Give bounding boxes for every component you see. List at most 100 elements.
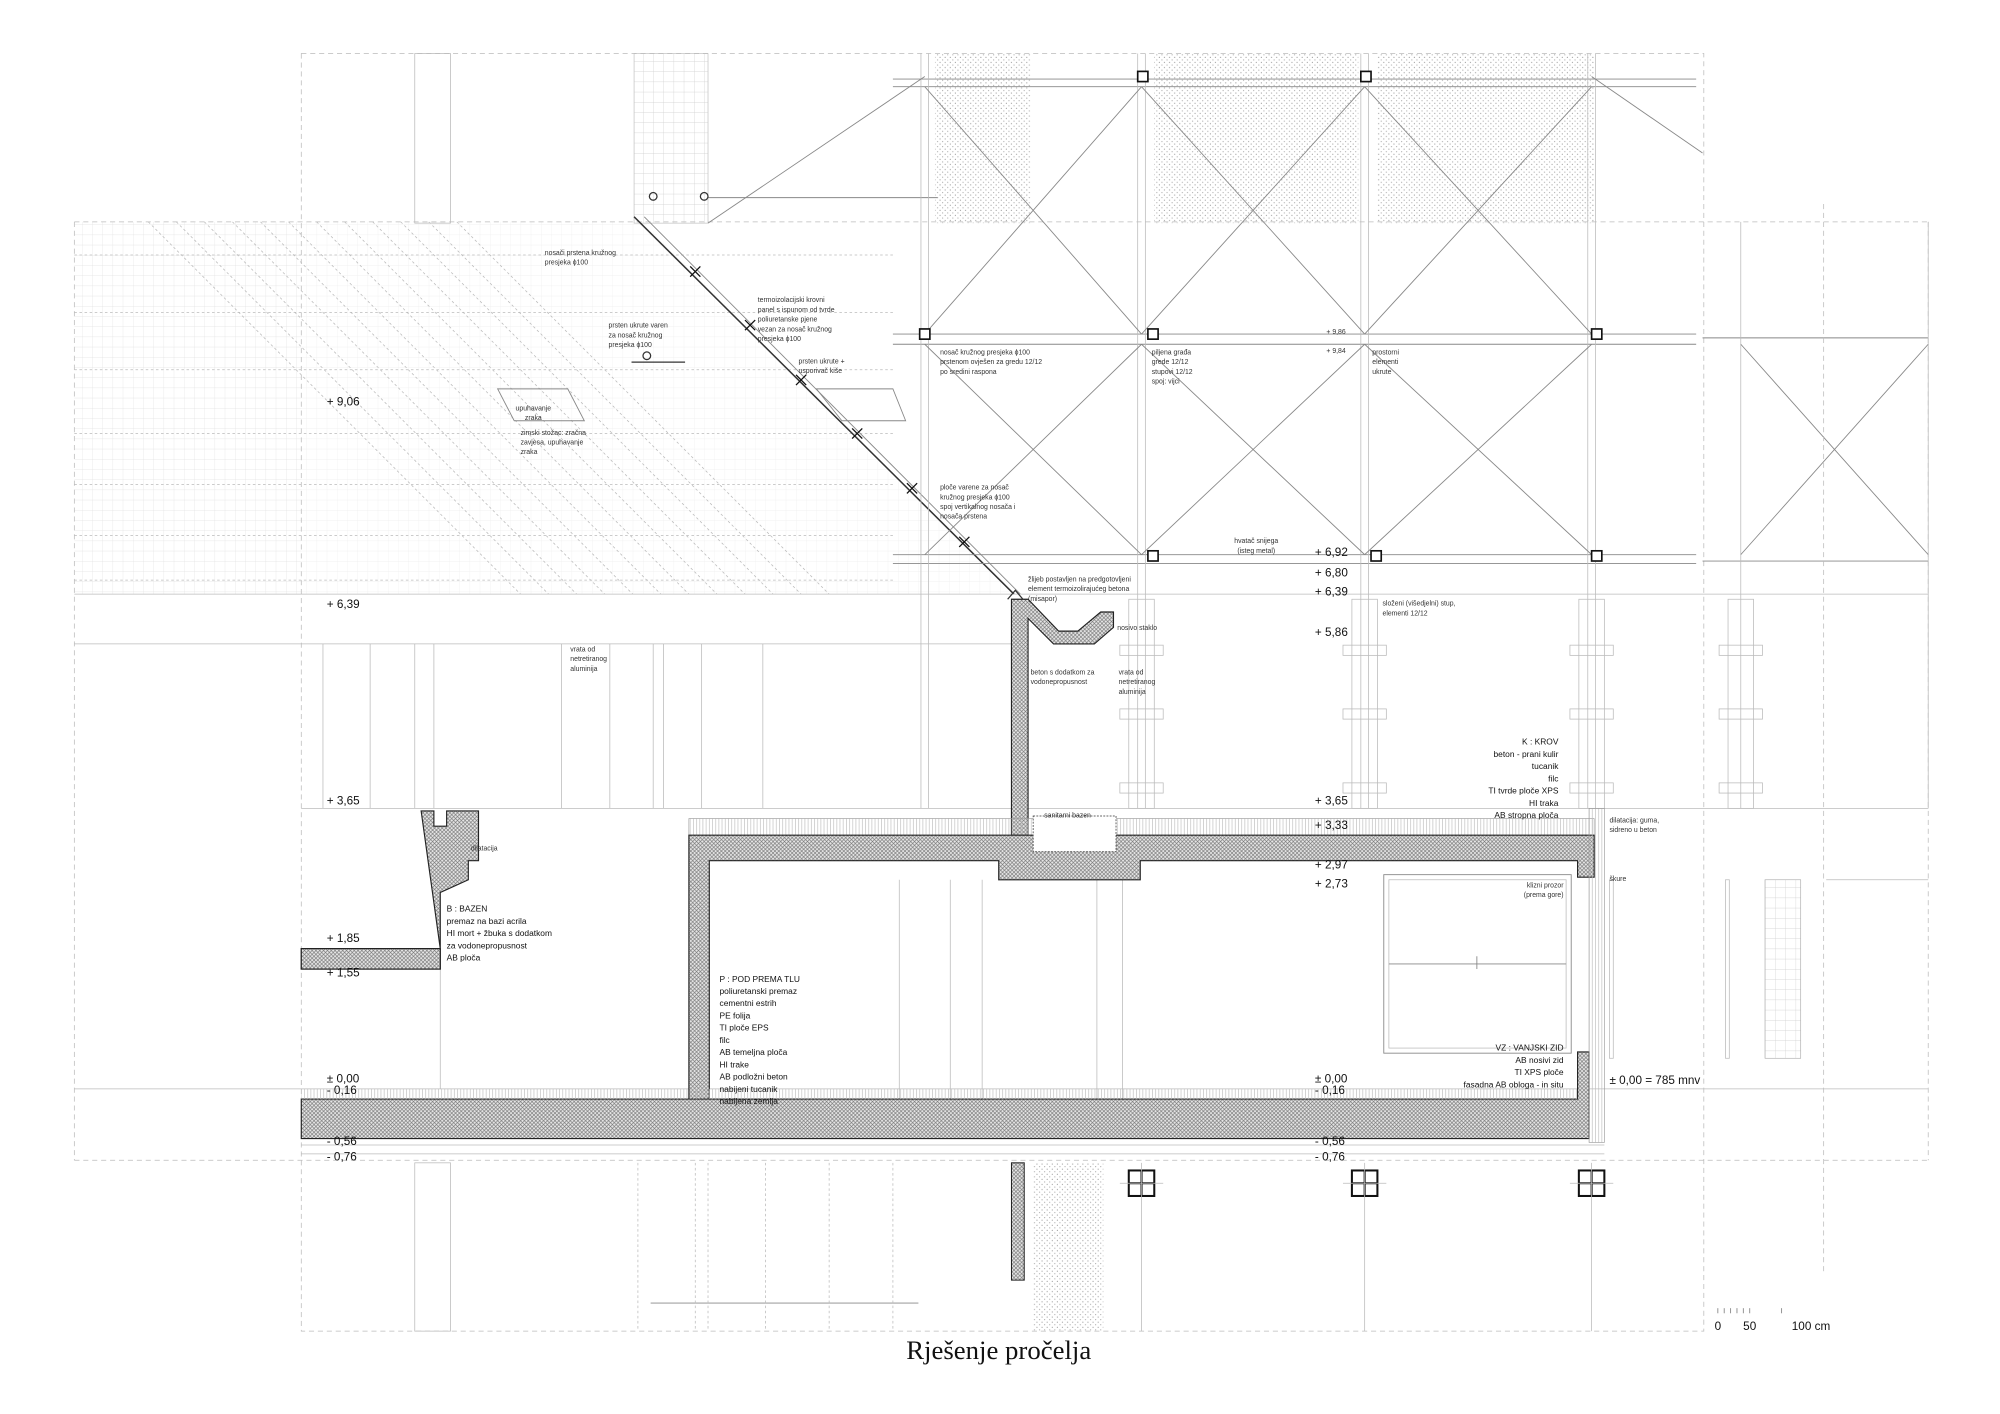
level-label: + 6,80 — [1315, 566, 1348, 579]
note-prsten-varen-line: prsten ukrute varen — [609, 323, 668, 330]
scale-label: 0 — [1715, 1320, 1722, 1333]
level-label: + 3,33 — [1315, 819, 1348, 832]
level-label: + 9,06 — [327, 395, 360, 408]
note-krovni-panel-line: poliuretanske pjene — [758, 317, 818, 324]
note-zimski-stozac-line: zraka — [521, 449, 538, 456]
note-zlijeb-line: (misapor) — [1028, 596, 1057, 603]
pool-layers-line: HI mort + žbuka s dodatkom — [447, 928, 552, 938]
note-prostorni-line: prostorni — [1372, 349, 1399, 356]
shutter-elevation — [1609, 204, 1929, 1276]
drawing-title: Rješenje pročelja — [906, 1335, 1091, 1365]
level-label: - 0,56 — [1315, 1135, 1345, 1148]
note-upuhavanje-line: zraka — [525, 415, 542, 422]
level-label: - 0,16 — [327, 1084, 357, 1097]
weld-x-icon — [795, 374, 807, 386]
sliding-window[interactable] — [1383, 874, 1572, 1054]
level-label: - 0,76 — [327, 1150, 357, 1163]
sloped-roof — [74, 216, 1021, 595]
wall-layers-line: VZ : VANJSKI ZID — [1496, 1043, 1564, 1053]
note-sanitarni-line: sanitarni bazen — [1044, 812, 1091, 819]
note-krovni-panel-line: panel s ispunom od tvrde — [758, 307, 835, 314]
roof-layers-line: AB stropna ploča — [1494, 810, 1558, 820]
pool-layers-line: AB ploča — [447, 953, 481, 963]
level-label: + 3,65 — [327, 795, 360, 808]
level-label: ± 0,00 — [327, 1072, 360, 1085]
floor-layers-line: nabijena zemlja — [719, 1096, 778, 1106]
column-node-icon — [918, 328, 931, 340]
pool-layers-line: B : BAZEN — [447, 904, 488, 914]
note-klizni-line: (prema gore) — [1524, 892, 1564, 899]
note-ploce-varene-line: nosača prstena — [940, 514, 987, 521]
note-dilatacija-line: dilatacija — [471, 845, 498, 852]
note-slozeni-stup-line: elementi 12/12 — [1383, 610, 1428, 617]
note-vrata-left-line: vrata od — [570, 647, 595, 654]
note-zimski-stozac-line: zimski stožac: zračna — [521, 430, 587, 437]
column-node-icon — [1147, 328, 1159, 340]
floor-layers-line: cementni estrih — [719, 998, 776, 1008]
weld-x-icon — [689, 266, 701, 278]
note-zlijeb-line: element termoizolirajućeg betona — [1028, 586, 1129, 593]
note-nosac-ovjesen-line: prstenom ovješen za gredu 12/12 — [940, 359, 1042, 366]
note-prostorni-line: ukrute — [1372, 369, 1391, 376]
level-label: + 6,39 — [327, 598, 360, 611]
note-prostorni-line: elementi — [1372, 359, 1398, 366]
plan-strip-bottom — [414, 1162, 1614, 1332]
note-beton-dodatak-line: vodonepropusnost — [1031, 679, 1088, 686]
note-nosac-ovjesen-line: po sredini raspona — [940, 369, 997, 376]
roof-layers-line: K : KROV — [1522, 737, 1559, 747]
note-nosaci-prstena-line: nosači prstena kružnog — [545, 250, 616, 257]
floor-layers-line: AB podložni beton — [719, 1072, 788, 1082]
wall-layers-line: AB nosivi zid — [1515, 1055, 1563, 1065]
floor-layers-line: poliuretanski premaz — [719, 986, 797, 996]
note-slozeni-stup-line: složeni (višedjelni) stup, — [1383, 601, 1456, 608]
floor-layers-line: nabijeni tucanik — [719, 1084, 778, 1094]
note-ploce-varene-line: spoj vertikalnog nosača i — [940, 504, 1016, 511]
note-vrata-left-line: aluminija — [570, 666, 597, 673]
note-upuhavanje-line: upuhavanje — [516, 406, 552, 413]
scale-label: 100 cm — [1792, 1320, 1830, 1333]
wall-layers-line: fasadna AB obloga - in situ — [1464, 1079, 1564, 1089]
roof-layers-line: beton - prani kulir — [1494, 749, 1559, 759]
level-label: + 2,97 — [1315, 858, 1348, 871]
note-krovni-panel-line: presjeka ϕ100 — [758, 336, 801, 343]
note-ploce-varene-line: ploče varene za nosač — [940, 485, 1009, 492]
note-vrata-right-line: aluminija — [1119, 689, 1146, 696]
roof-layers-line: filc — [1548, 773, 1558, 783]
level-label: + 6,92 — [1315, 546, 1348, 559]
weld-x-icon — [744, 319, 756, 331]
level-label: + 1,55 — [327, 967, 360, 980]
note-hvatac-line: (isteg metal) — [1237, 548, 1275, 555]
floor-layers-line: P : POD PREMA TLU — [719, 974, 800, 984]
weld-x-icon — [851, 427, 863, 440]
level-label: - 0,76 — [1315, 1150, 1345, 1163]
roof-layers-line: HI traka — [1529, 798, 1559, 808]
scale-bar — [1717, 1308, 1783, 1314]
level-label: + 9,84 — [1326, 348, 1345, 355]
note-klizni-line: klizni prozor — [1527, 882, 1564, 889]
note-prsten-usporivac-line: usporivač kiše — [799, 368, 843, 375]
floor-layers-line: HI trake — [719, 1059, 749, 1069]
roof-plan-strip — [74, 53, 1595, 595]
note-hvatac-line: hvatač snijega — [1234, 538, 1278, 545]
note-zimski-stozac-line: zavjesa, upuhavanje — [521, 439, 584, 446]
level-label: + 1,85 — [327, 932, 360, 945]
column-node-icon — [1136, 70, 1149, 83]
floor-layers-line: TI ploče EPS — [719, 1023, 768, 1033]
note-vrata-right-line: netretiranog — [1119, 679, 1156, 686]
note-skure-line: škure — [1609, 876, 1626, 883]
wall-layers-line: TI XPS ploče — [1514, 1067, 1563, 1077]
note-dilatacija-guma-line: dilatacija: guma, — [1609, 817, 1659, 824]
note-prsten-usporivac-line: prsten ukrute + — [799, 358, 845, 365]
column-node-icon — [1590, 549, 1603, 562]
note-beton-dodatak-line: beton s dodatkom za — [1031, 669, 1095, 676]
column-node-icon — [1147, 549, 1159, 562]
column-node-icon — [1370, 549, 1383, 562]
weld-x-icon — [906, 482, 918, 494]
note-prsten-varen-line: presjeka ϕ100 — [609, 342, 652, 349]
level-label: + 2,73 — [1315, 877, 1348, 890]
aluminium-door-mullions — [322, 643, 1123, 1100]
note-nosaci-prstena-line: presjeka ϕ100 — [545, 260, 588, 267]
gutter-concrete — [1007, 589, 1115, 836]
level-label: + 9,86 — [1326, 329, 1345, 336]
